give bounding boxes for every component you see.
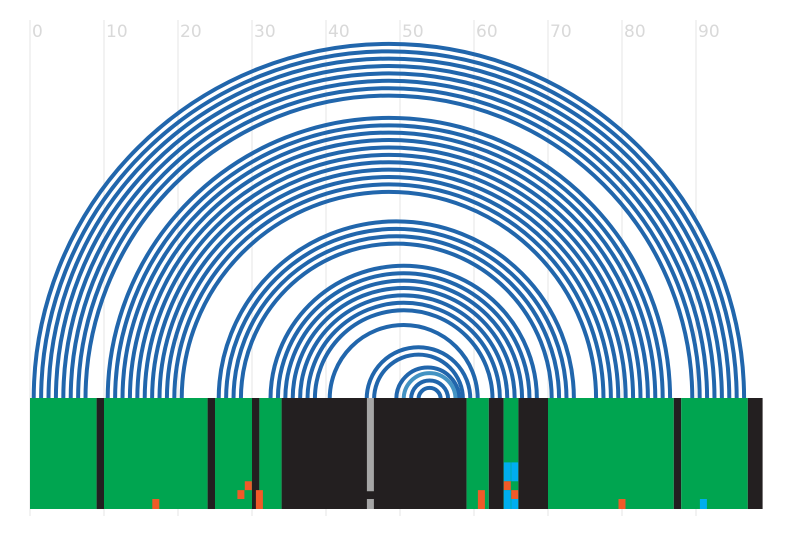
arc-36 xyxy=(416,385,443,400)
track-segment-9 xyxy=(488,398,504,509)
arc-5 xyxy=(68,78,710,400)
arc-18 xyxy=(179,189,599,400)
track-marker-1 xyxy=(366,499,374,509)
arc-16 xyxy=(164,175,613,400)
arc-8 xyxy=(105,115,673,400)
arc-23 xyxy=(268,263,539,400)
arc-9 xyxy=(113,123,665,400)
arc-35 xyxy=(409,378,451,400)
arc-7 xyxy=(83,93,695,400)
arc-30 xyxy=(327,323,480,400)
x-tick-label-20: 20 xyxy=(180,22,202,42)
arc-14 xyxy=(150,160,628,400)
track-marker-14 xyxy=(699,499,707,509)
arc-28 xyxy=(305,300,502,400)
track-marker-10 xyxy=(511,490,519,500)
arc-22 xyxy=(238,241,554,400)
track-marker-12 xyxy=(511,499,519,509)
x-tick-label-80: 80 xyxy=(624,22,646,42)
track-segment-13 xyxy=(673,398,682,509)
arc-20 xyxy=(224,226,569,400)
track-marker-5 xyxy=(255,490,263,509)
arc-32 xyxy=(372,352,465,400)
x-tick-label-10: 10 xyxy=(106,22,128,42)
track-segment-2 xyxy=(104,398,208,509)
track-segment-1 xyxy=(96,398,104,509)
track-marker-0 xyxy=(366,398,374,492)
track-segment-5 xyxy=(252,398,260,509)
arc-29 xyxy=(312,308,495,400)
arc-13 xyxy=(142,152,636,400)
arc-layer xyxy=(31,41,747,400)
arc-25 xyxy=(283,278,525,400)
track-marker-9 xyxy=(503,481,511,491)
marker-layer xyxy=(152,398,707,509)
arc-21 xyxy=(231,234,562,400)
x-tick-label-60: 60 xyxy=(476,22,498,42)
track-segment-6 xyxy=(259,398,282,509)
x-tick-label-50: 50 xyxy=(402,22,424,42)
x-tick-label-0: 0 xyxy=(32,22,43,42)
arc-0 xyxy=(31,41,747,400)
x-tick-label-70: 70 xyxy=(550,22,572,42)
arc-1 xyxy=(39,49,739,400)
track-segment-11 xyxy=(518,398,548,509)
arc-24 xyxy=(275,271,532,400)
track-marker-11 xyxy=(503,490,511,509)
x-tick-label-30: 30 xyxy=(254,22,276,42)
arc-33 xyxy=(394,365,462,400)
arc-19 xyxy=(216,219,576,400)
arc-34 xyxy=(401,371,458,400)
arc-11 xyxy=(127,138,650,400)
track-segment-14 xyxy=(681,398,748,509)
arc-3 xyxy=(53,64,724,400)
track-marker-3 xyxy=(237,490,245,500)
tick-label-layer: 0 10 20 30 40 50 60 70 80 90 xyxy=(32,22,720,42)
track-segment-0 xyxy=(30,398,97,509)
track-marker-4 xyxy=(244,481,252,491)
arc-31 xyxy=(364,345,473,400)
track-marker-13 xyxy=(618,499,626,509)
track-segment-3 xyxy=(207,398,215,509)
track-marker-2 xyxy=(152,499,160,509)
track-layer xyxy=(30,398,763,509)
track-segment-4 xyxy=(215,398,252,509)
track-marker-6 xyxy=(477,490,485,509)
arc-6 xyxy=(76,86,702,400)
arc-27 xyxy=(298,293,510,400)
track-segment-15 xyxy=(747,398,763,509)
arc-26 xyxy=(290,286,517,400)
track-segment-8 xyxy=(466,398,489,509)
arc-15 xyxy=(157,167,621,400)
arc-4 xyxy=(61,71,717,400)
track-segment-12 xyxy=(548,398,674,509)
arc-2 xyxy=(46,56,732,400)
track-segment-7 xyxy=(281,398,467,509)
track-marker-7 xyxy=(503,462,511,482)
arc-10 xyxy=(120,130,658,400)
x-tick-label-90: 90 xyxy=(698,22,720,42)
track-marker-8 xyxy=(511,462,519,482)
x-tick-label-40: 40 xyxy=(328,22,350,42)
arc-12 xyxy=(135,145,643,400)
arc-17 xyxy=(172,182,606,400)
